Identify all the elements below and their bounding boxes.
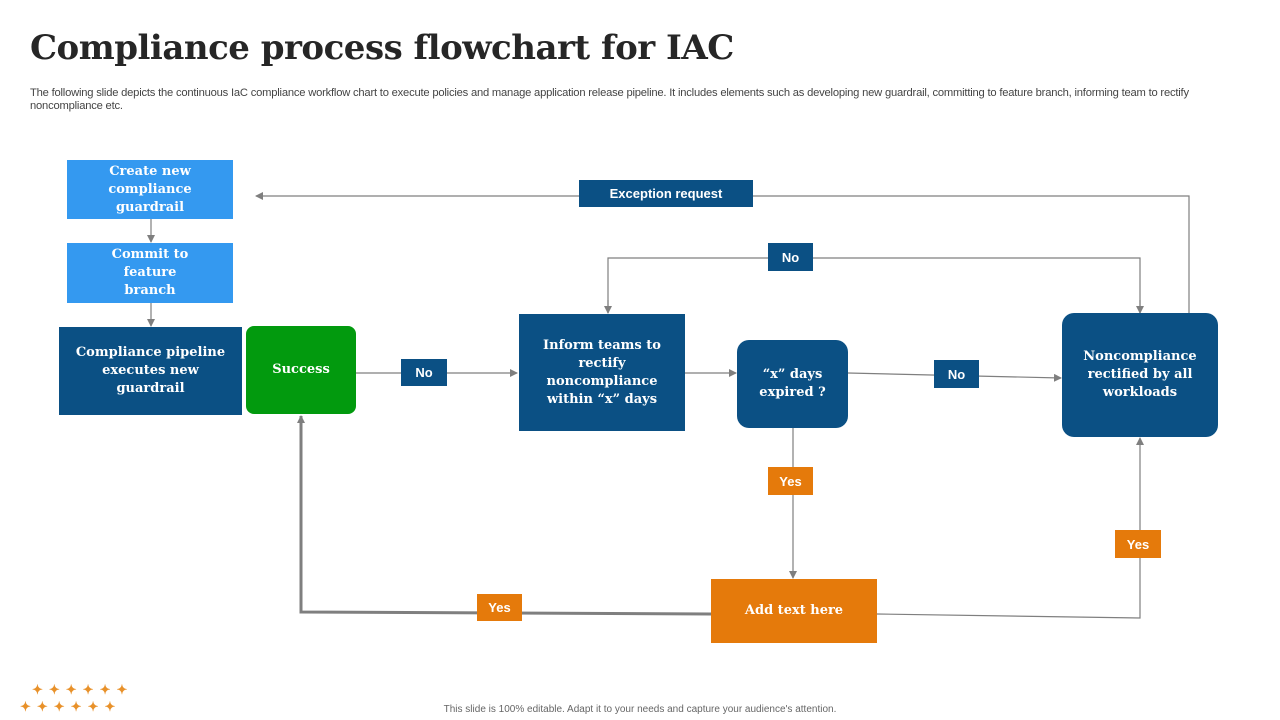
node-pipeline-executes[interactable]: Compliance pipeline executes new guardra…	[59, 327, 242, 415]
decorative-stars-row2: ✦✦✦✦✦✦	[20, 699, 122, 714]
label-no-success-inform: No	[401, 359, 447, 386]
connector-exception-loop	[255, 192, 1190, 313]
label-yes-expired-addtext: Yes	[768, 467, 813, 495]
slide-footer: This slide is 100% editable. Adapt it to…	[443, 704, 837, 715]
node-noncompliance-rectified[interactable]: Noncompliance rectified by all workloads	[1062, 313, 1218, 437]
connector-addtext-rectified	[876, 437, 1144, 619]
label-yes-addtext-rectified: Yes	[1115, 530, 1161, 558]
node-days-expired[interactable]: “x” days expired ?	[737, 340, 848, 428]
connector-addtext-success	[297, 415, 712, 616]
slide-subtitle: The following slide depicts the continuo…	[30, 87, 1189, 112]
node-exception-request[interactable]: Exception request	[579, 180, 753, 207]
connector-no-loop	[607, 257, 1141, 313]
label-no-expired-rectified: No	[934, 360, 979, 388]
node-add-text[interactable]: Add text here	[711, 579, 877, 643]
node-success[interactable]: Success	[246, 326, 356, 414]
decorative-stars-row1: ✦✦✦✦✦✦	[32, 682, 134, 697]
node-create-guardrail[interactable]: Create new compliance guardrail	[67, 160, 233, 219]
node-inform-teams[interactable]: Inform teams to rectify noncompliance wi…	[519, 314, 685, 431]
label-yes-addtext-success: Yes	[477, 594, 522, 621]
slide-title: Compliance process flowchart for IAC	[30, 28, 734, 68]
node-commit-branch[interactable]: Commit to feature branch	[67, 243, 233, 303]
label-no-top-loop: No	[768, 243, 813, 271]
